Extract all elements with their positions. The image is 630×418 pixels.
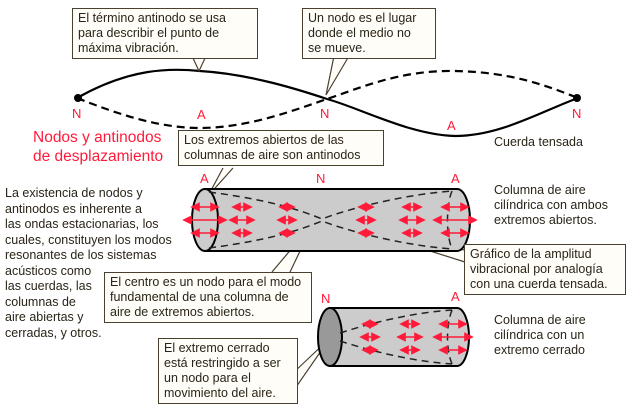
intro-line: cuales, constituyen los modos xyxy=(5,232,172,247)
closed-tube-closed-end xyxy=(317,307,343,367)
string-wave xyxy=(74,68,581,138)
intro-line: columnas de xyxy=(5,294,76,309)
intro-line: resonantes de los sistemas xyxy=(5,248,157,262)
node-marker: N xyxy=(572,106,582,121)
intro-paragraph: La existencia de nodos y antinodos es in… xyxy=(5,186,172,341)
antinode-marker: A xyxy=(200,171,209,186)
callout-line: El término antinodo se usa xyxy=(78,11,227,25)
intro-line: las cuerdas, las xyxy=(5,279,92,293)
string-solid-curve xyxy=(76,68,579,138)
intro-line: cerradas, y otros. xyxy=(5,325,102,340)
open-tube-envelope-bottom xyxy=(208,220,453,250)
closed-tube xyxy=(317,307,474,367)
string-end-right xyxy=(573,94,581,102)
label-line: cilíndrica con un xyxy=(494,328,585,342)
label-line: extremo cerrado xyxy=(494,343,586,357)
callout-line: movimiento del aire. xyxy=(164,386,276,400)
antinode-marker: A xyxy=(451,289,460,304)
intro-line: La existencia de nodos y xyxy=(5,186,143,200)
callout-line: Un nodo es el lugar xyxy=(308,11,417,25)
open-tube-envelope-top xyxy=(208,190,453,220)
callout-line: El centro es un nodo para el modo xyxy=(110,275,302,289)
closed-tube-arrows xyxy=(359,319,474,355)
intro-line: acústicos como xyxy=(5,263,92,278)
callout-line: máxima vibración. xyxy=(78,41,179,55)
label-line: Columna de aire xyxy=(494,183,586,197)
intro-line: aire abiertas y xyxy=(5,310,84,324)
callout-node-definition: Un nodo es el lugar donde el medio no se… xyxy=(302,8,436,59)
callout-line: vibracional por analogía xyxy=(470,262,603,276)
label-line: cilíndrica con ambos xyxy=(494,198,608,212)
callout-line: fundamental de una columna de xyxy=(110,290,289,304)
label-open-column: Columna de aire cilíndrica con ambos ext… xyxy=(494,183,608,228)
closed-tube-envelope-top xyxy=(339,309,453,334)
callout-amplitude-graph: Gráfico de la amplitud vibracional por a… xyxy=(464,244,626,295)
antinode-marker: A xyxy=(451,171,460,186)
callout-line: se mueve. xyxy=(308,41,366,55)
callout-line: El extremo cerrado xyxy=(164,341,270,355)
open-tube xyxy=(182,188,478,252)
label-closed-column: Columna de aire cilíndrica con un extrem… xyxy=(494,313,586,358)
string-end-left xyxy=(74,94,82,102)
callout-line: para describir el punto de xyxy=(78,26,220,40)
label-line: Columna de aire xyxy=(494,313,586,327)
string-dashed-curve xyxy=(76,69,579,130)
callout-closed-end: El extremo cerrado está restringido a se… xyxy=(158,338,298,404)
callout-line: un nodo para el xyxy=(164,371,251,385)
callout-line: con una cuerda tensada. xyxy=(470,277,608,291)
node-marker: N xyxy=(321,291,331,306)
pointer-node-def xyxy=(325,55,350,96)
node-marker: N xyxy=(72,106,82,121)
closed-tube-envelope-bottom xyxy=(339,340,453,365)
callout-center-node: El centro es un nodo para el modo fundam… xyxy=(104,272,312,323)
intro-line: las ondas estacionarias, los xyxy=(5,217,159,231)
callout-line: Los extremos abiertos de las xyxy=(184,133,344,147)
callout-line: está restringido a ser xyxy=(164,356,281,370)
callout-open-ends: Los extremos abiertos de las columnas de… xyxy=(178,130,384,166)
label-line: extremos abiertos. xyxy=(494,213,597,227)
antinode-marker: A xyxy=(197,107,206,122)
node-marker: N xyxy=(316,171,326,186)
pointer-antinode-def xyxy=(191,55,207,73)
title-line: de desplazamiento xyxy=(33,148,164,165)
label-string: Cuerda tensada xyxy=(494,135,583,149)
callout-line: Gráfico de la amplitud xyxy=(470,247,592,261)
callout-line: columnas de aire son antinodos xyxy=(184,148,361,162)
callout-line: donde el medio no xyxy=(308,26,411,40)
title-line: Nodos y antinodos xyxy=(33,129,162,146)
antinode-marker: A xyxy=(447,118,456,133)
callout-line: aire de extremos abiertos. xyxy=(110,305,255,319)
intro-line: antinodos es inherente a xyxy=(5,201,142,216)
diagram-title: Nodos y antinodos de desplazamiento xyxy=(33,128,163,166)
open-tube-arrows xyxy=(182,202,478,238)
node-marker: N xyxy=(320,106,330,121)
callout-antinode-definition: El término antinodo se usa para describi… xyxy=(72,8,258,59)
